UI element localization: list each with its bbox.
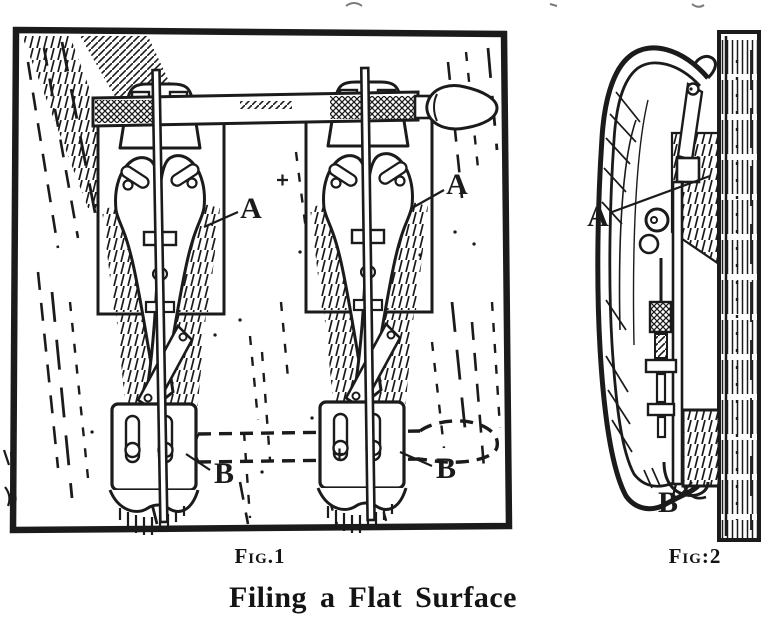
fig2-label-b: B bbox=[658, 486, 678, 519]
fig2-plank bbox=[717, 30, 761, 542]
fig1-file-handle bbox=[425, 84, 499, 131]
fig2-drawing: A B bbox=[587, 30, 761, 542]
fig1-blade-right bbox=[359, 66, 376, 522]
fig2-caption: Fig:2 bbox=[668, 544, 722, 568]
fig1-label-a-right: A bbox=[446, 168, 468, 201]
fig1-label-b-left: B bbox=[214, 457, 234, 490]
fig1-drawing: A A B B bbox=[9, 26, 513, 537]
fig1-label-a-left: A bbox=[240, 192, 262, 225]
fig2-clamp-screw bbox=[644, 258, 678, 439]
fig1-phantom-file-handle bbox=[419, 419, 500, 464]
fig2-sole-plate bbox=[671, 180, 684, 486]
fig1-file bbox=[91, 84, 499, 131]
fig1-blade-left bbox=[151, 68, 169, 524]
fig1-caption: Fig.1 bbox=[234, 544, 286, 568]
fig2-toe-bracket bbox=[675, 156, 701, 184]
fig2-heel-clamp bbox=[662, 408, 721, 501]
fig2-skate-side bbox=[595, 45, 717, 512]
fig2-label-a: A bbox=[587, 200, 609, 233]
fig1-label-b-right: B bbox=[436, 452, 456, 485]
scan-artifacts bbox=[2, 2, 705, 507]
fig2-toe-curl bbox=[693, 54, 717, 80]
page-title: Filing a Flat Surface bbox=[229, 581, 517, 614]
registration-cross-marks bbox=[277, 174, 345, 460]
fig2-leader-lines bbox=[611, 174, 711, 497]
fig1-leader-lines bbox=[185, 189, 445, 471]
